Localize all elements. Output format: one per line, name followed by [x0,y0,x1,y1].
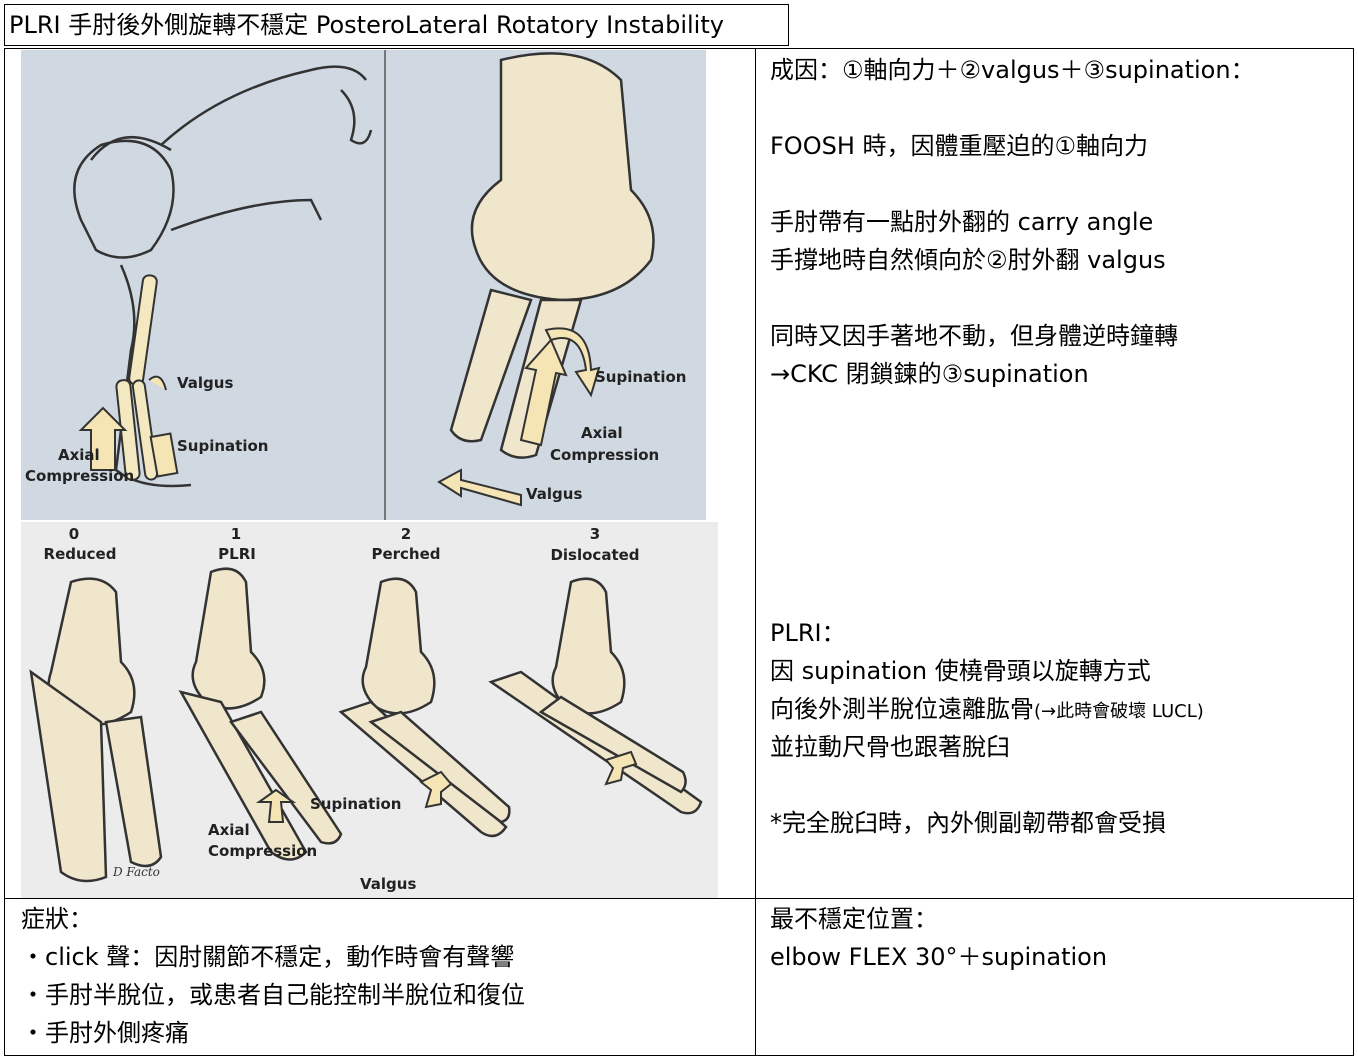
table-column-divider [755,48,756,1056]
stage-2-number: 2 [401,525,411,543]
plri-line-3: 並拉動尺骨也跟著脫臼 [770,733,1010,761]
right-label-supination: Supination [595,368,686,386]
stages-label-axial: Axial [208,821,250,839]
stage-bones [29,567,703,883]
mechanism-figure: Valgus Supination Axial Compression Supi… [21,50,706,520]
left-label-axial: Axial [58,446,100,464]
plri-lucl-note: (→此時會破壞 LUCL) [1034,701,1204,722]
causes-heading: 成因：①軸向力＋②valgus＋③supination： [770,56,1255,84]
stage-3-name: Dislocated [550,546,639,564]
causes-ckc-supination: →CKC 閉鎖鍊的③supination [770,360,1089,388]
left-label-supination: Supination [177,437,268,455]
left-force-arrows [78,375,179,478]
stages-label-supination: Supination [310,795,401,813]
plri-cell: PLRI： 因 supination 使橈骨頭以旋轉方式 向後外測半脫位遠離肱骨… [770,614,1204,842]
stages-figure: 0 Reduced 1 PLRI 2 Perched 3 Dislocated … [21,522,718,898]
stage-3-number: 3 [590,525,600,543]
table-border-right [1353,48,1354,1056]
right-label-valgus: Valgus [526,485,582,503]
right-label-compression: Compression [550,446,659,464]
table-border-top [4,48,1354,49]
causes-carry-angle: 手肘帶有一點肘外翻的 carry angle [770,208,1154,236]
plri-line-1: 因 supination 使橈骨頭以旋轉方式 [770,657,1151,685]
symptom-item: ・click 聲：因肘關節不穩定，動作時會有聲響 [21,943,515,971]
plri-ligament-note: *完全脫臼時，內外側副韌帶都會受損 [770,809,1166,837]
left-label-compression: Compression [25,467,134,485]
causes-foosh: FOOSH 時，因體重壓迫的①軸向力 [770,132,1149,160]
plri-heading: PLRI： [770,619,846,647]
causes-body-rotation: 同時又因手著地不動，但身體逆時鐘轉 [770,322,1178,350]
symptom-item: ・手肘外側疼痛 [21,1019,189,1047]
stage-2-name: Perched [371,545,440,563]
stages-label-compression: Compression [208,842,317,860]
right-elbow-bones [449,52,655,459]
causes-valgus: 手撐地時自然傾向於②肘外翻 valgus [770,246,1166,274]
unstable-position-cell: 最不穩定位置： elbow FLEX 30°＋supination [770,900,1107,976]
stage-0-name: Reduced [44,545,117,563]
symptoms-heading: 症狀： [21,905,93,933]
left-label-valgus: Valgus [177,374,233,392]
mechanism-illustration: Valgus Supination Axial Compression Supi… [21,50,706,520]
right-force-arrows [437,327,601,507]
stages-label-valgus: Valgus [360,875,416,893]
stage-0-number: 0 [69,525,79,543]
page-title: PLRI 手肘後外側旋轉不穩定 PosteroLateral Rotatory … [4,4,789,46]
causes-cell: 成因：①軸向力＋②valgus＋③supination： FOOSH 時，因體重… [770,51,1255,393]
table-row-divider [4,898,1354,899]
stage-1-number: 1 [231,525,241,543]
unstable-value: elbow FLEX 30°＋supination [770,943,1108,971]
unstable-heading: 最不穩定位置： [770,905,938,933]
symptoms-cell: 症狀： ・click 聲：因肘關節不穩定，動作時會有聲響 ・手肘半脫位，或患者自… [21,900,525,1052]
stages-illustration: 0 Reduced 1 PLRI 2 Perched 3 Dislocated … [21,522,718,898]
plri-line-2-main: 向後外測半脫位遠離肱骨 [770,695,1034,723]
artist-signature: D Facto [112,865,160,879]
right-label-axial: Axial [581,424,623,442]
table-border-left [4,48,5,1056]
stage-arrows [255,750,638,823]
symptom-item: ・手肘半脫位，或患者自己能控制半脫位和復位 [21,981,525,1009]
falling-person-drawing [73,65,373,488]
plri-line-2: 向後外測半脫位遠離肱骨(→此時會破壞 LUCL) [770,690,1204,728]
stage-1-name: PLRI [218,545,256,563]
table-border-bottom [4,1055,1354,1056]
